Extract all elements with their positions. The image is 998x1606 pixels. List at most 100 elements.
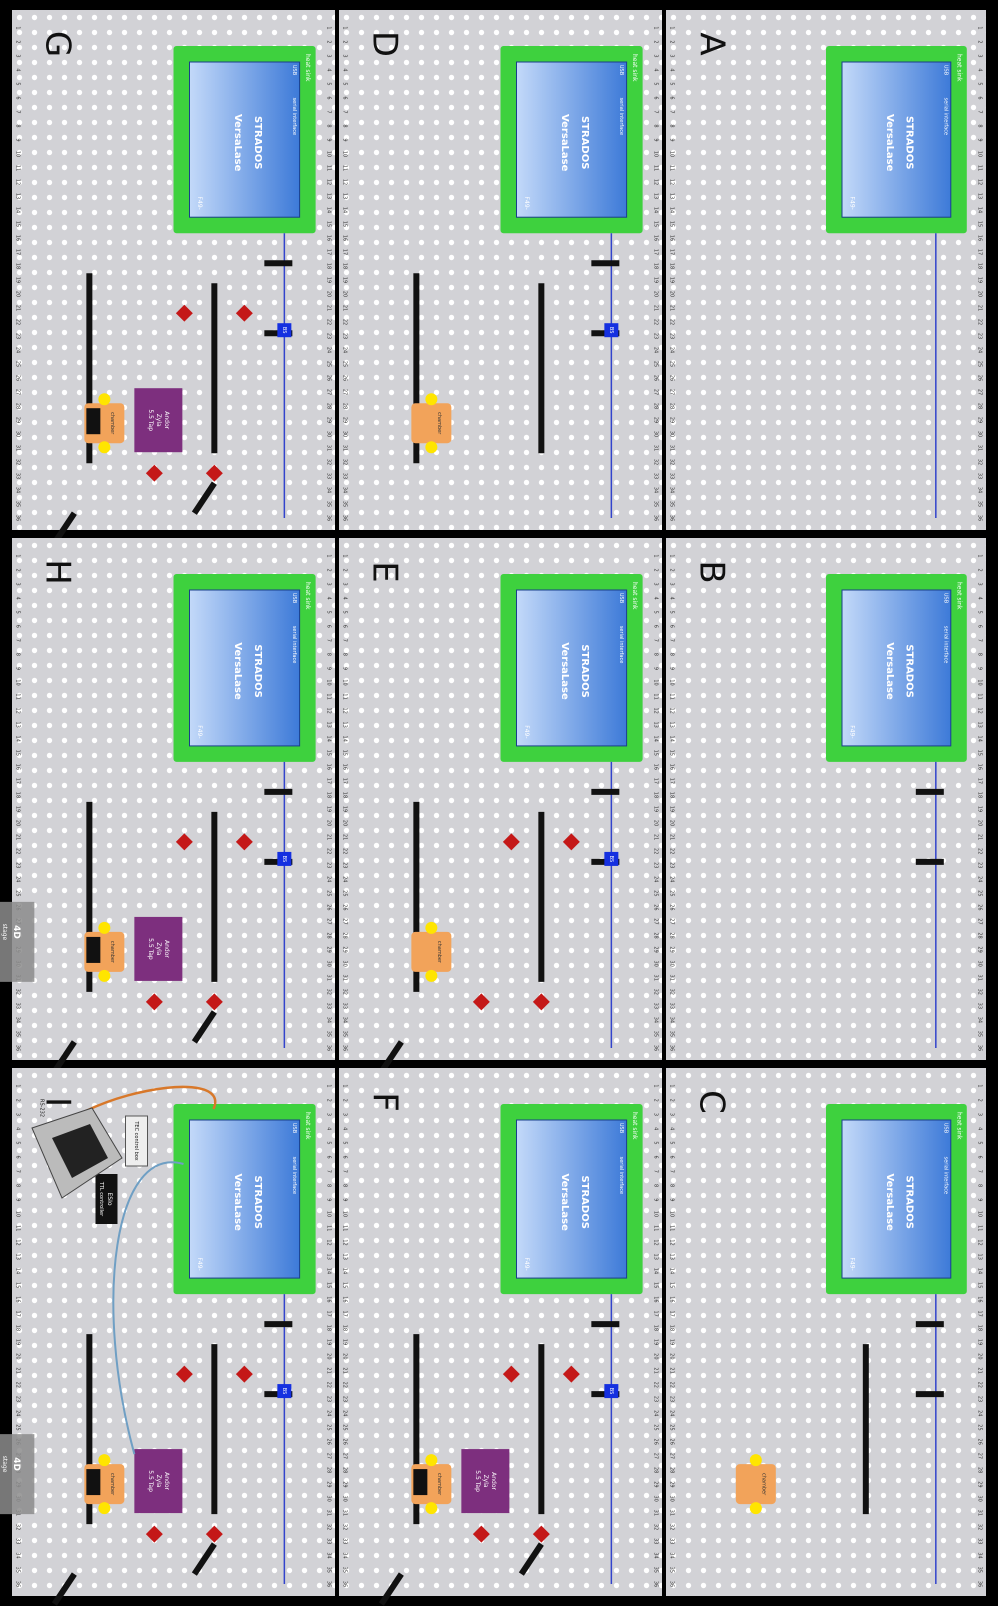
ruler-number: 21 (669, 305, 675, 311)
ruler-number: 7 (326, 1170, 332, 1173)
ruler-number: 23 (326, 1396, 332, 1402)
ruler-number: 32 (977, 459, 983, 465)
ruler-number: 8 (669, 1184, 675, 1187)
ruler-number: 7 (342, 639, 348, 642)
objective-lens (98, 922, 110, 934)
ruler-number: 13 (15, 1254, 21, 1260)
ruler-number: 2 (326, 568, 332, 571)
ruler-number: 26 (326, 1439, 332, 1445)
ruler-number: 25 (977, 361, 983, 367)
ruler-number: 16 (326, 235, 332, 241)
ruler-number: 15 (326, 1282, 332, 1288)
ruler-number: 21 (653, 834, 659, 840)
ruler-number: 17 (326, 1310, 332, 1316)
ruler-number: 32 (326, 989, 332, 995)
ruler-number: 20 (669, 291, 675, 297)
ruler-number: 14 (977, 207, 983, 213)
ruler-number: 29 (977, 946, 983, 952)
ruler-number: 17 (342, 778, 348, 784)
ruler-number: 30 (326, 960, 332, 966)
ruler-number: 36 (669, 515, 675, 521)
ruler-number: 9 (15, 1198, 21, 1201)
ruler-number: 34 (669, 1017, 675, 1023)
ruler-number: 21 (15, 834, 21, 840)
ruler-number: 7 (326, 639, 332, 642)
ruler-number: 4 (15, 1127, 21, 1130)
ruler-number: 31 (342, 1510, 348, 1516)
ruler-number: 21 (977, 1367, 983, 1373)
ruler-number: 15 (342, 750, 348, 756)
laser-body (190, 1120, 300, 1278)
ruler-number: 20 (653, 291, 659, 297)
ruler-number: 6 (342, 1156, 348, 1159)
ruler-number: 36 (653, 1581, 659, 1587)
ruler-number: 11 (669, 693, 675, 699)
ruler-number: 8 (326, 653, 332, 656)
chamber (411, 403, 451, 443)
ruler-number: 18 (326, 263, 332, 269)
ruler-number: 3 (653, 54, 659, 57)
ruler-number: 14 (977, 736, 983, 742)
ruler-number: 17 (669, 1310, 675, 1316)
ruler-number: 26 (653, 375, 659, 381)
ruler-number: 3 (326, 583, 332, 586)
ruler-number: 11 (15, 165, 21, 171)
camera-label-1: Andor (163, 1472, 170, 1490)
objective-lens (425, 970, 437, 982)
ruler-number: 30 (669, 431, 675, 437)
ruler-number: 5 (326, 82, 332, 85)
ruler-number: 2 (326, 40, 332, 43)
beam-splitter-label: BS (281, 856, 287, 863)
ruler-number: 15 (326, 221, 332, 227)
ruler-number: 18 (326, 1325, 332, 1331)
ruler-number: 31 (977, 975, 983, 981)
ruler-number: 22 (977, 848, 983, 854)
ruler-number: 5 (15, 82, 21, 85)
ruler-number: 10 (653, 151, 659, 157)
ruler-number: 34 (653, 487, 659, 493)
ruler-number: 22 (15, 848, 21, 854)
ruler-number: 19 (342, 277, 348, 283)
ruler-number: 22 (977, 1382, 983, 1388)
ruler-number: 31 (326, 1510, 332, 1516)
ruler-number: 20 (15, 291, 21, 297)
ruler-number: 18 (669, 1325, 675, 1331)
ruler-number: 8 (326, 1184, 332, 1187)
ruler-number: 19 (342, 1339, 348, 1345)
camera-label-1: Andor (490, 1472, 497, 1490)
ruler-number: 1 (653, 554, 659, 557)
ruler-number: 19 (653, 277, 659, 283)
ruler-number: 36 (342, 1045, 348, 1051)
ruler-number: 16 (669, 1296, 675, 1302)
ruler-number: 13 (653, 1254, 659, 1260)
ruler-number: 10 (326, 1211, 332, 1217)
stage (0, 1434, 34, 1514)
ruler-number: 19 (15, 277, 21, 283)
ruler-number: 17 (653, 778, 659, 784)
ruler-number: 19 (977, 1339, 983, 1345)
ruler-number: 21 (342, 1367, 348, 1373)
ruler-number: 23 (342, 862, 348, 868)
camera-label-3: 5.5 Tap (147, 409, 154, 431)
ruler-number: 16 (326, 764, 332, 770)
ruler-number: 5 (326, 611, 332, 614)
ruler-number: 30 (326, 431, 332, 437)
stage-label-1: 4D (11, 925, 21, 939)
laser-name-1: STRADOS (903, 116, 914, 169)
ruler-number: 18 (653, 1325, 659, 1331)
ruler-number: 5 (653, 82, 659, 85)
ruler-number: 2 (653, 568, 659, 571)
ruler-number: 18 (977, 792, 983, 798)
usb-label: USB (291, 65, 297, 76)
panel-letter: D (365, 31, 405, 57)
panel-i: 1122334455667788991010111112121313141415… (0, 1068, 335, 1604)
ruler-number: 21 (653, 305, 659, 311)
ruler-number: 12 (342, 707, 348, 713)
ruler-number: 12 (15, 707, 21, 713)
ruler-number: 23 (15, 1396, 21, 1402)
ruler-number: 8 (342, 653, 348, 656)
chamber-label: chamber (760, 1473, 766, 1496)
ruler-number: 20 (342, 820, 348, 826)
ruler-number: 12 (669, 1239, 675, 1245)
ruler-number: 2 (15, 1099, 21, 1102)
